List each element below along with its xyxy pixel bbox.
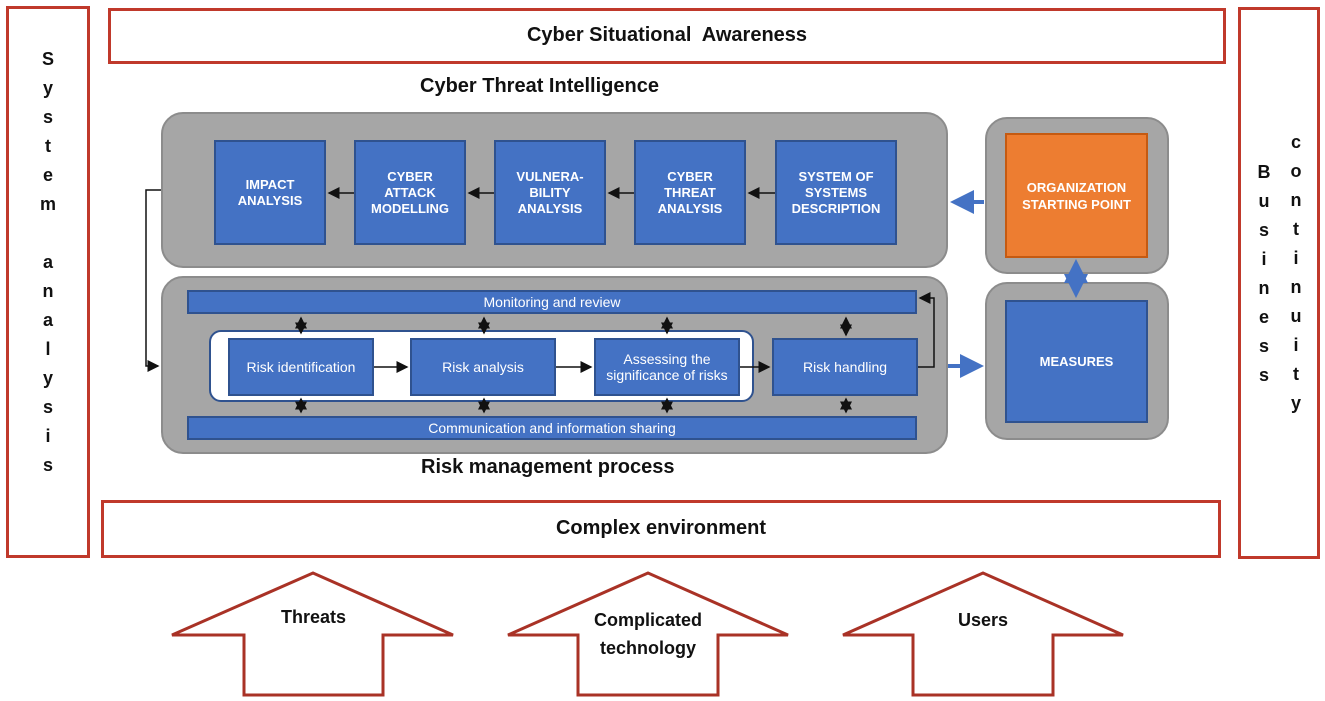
business-continuity-frame — [1238, 7, 1320, 559]
letter: n — [42, 281, 54, 301]
system-of-systems-box: SYSTEM OF SYSTEMS DESCRIPTION — [775, 140, 897, 245]
system-analysis-frame — [6, 6, 90, 558]
technology-line-1: Complicated — [593, 610, 703, 630]
letter: i — [1261, 249, 1267, 269]
complex-environment-title: Complex environment — [555, 517, 767, 539]
risk-identification-box: Risk identification — [228, 338, 374, 396]
letter: t — [1293, 219, 1299, 239]
letter: s — [42, 397, 53, 417]
rmp-heading: Risk management process — [421, 456, 675, 478]
letter: c — [1290, 132, 1301, 152]
letter: s — [42, 455, 53, 475]
letter: i — [1293, 248, 1299, 268]
cyber-attack-modelling-box: CYBER ATTACK MODELLING — [354, 140, 466, 245]
technology-line-2: technology — [599, 638, 696, 658]
letter: y — [1290, 393, 1301, 413]
vulnerability-analysis-box: VULNERA-BILITY ANALYSIS — [494, 140, 606, 245]
letter: s — [1258, 336, 1269, 356]
cyber-threat-analysis-box: CYBER THREAT ANALYSIS — [634, 140, 746, 245]
monitoring-review-bar: Monitoring and review — [187, 290, 917, 314]
letter: o — [1290, 161, 1302, 181]
risk-handling-box: Risk handling — [772, 338, 918, 396]
measures-box: MEASURES — [1005, 300, 1148, 423]
letter: s — [42, 107, 53, 127]
threats-arrow — [171, 571, 454, 697]
letter: a — [42, 252, 53, 272]
letter: n — [1290, 190, 1302, 210]
risk-analysis-box: Risk analysis — [410, 338, 556, 396]
letter: m — [39, 194, 56, 214]
letter: i — [45, 426, 51, 446]
threats-label: Threats — [280, 607, 347, 627]
letter: y — [42, 368, 53, 388]
letter: a — [42, 310, 53, 330]
letter: e — [1258, 307, 1269, 327]
letter: u — [1290, 306, 1302, 326]
technology-label: Complicated technology — [578, 606, 718, 662]
technology-arrow — [507, 571, 789, 697]
communication-sharing-bar: Communication and information sharing — [187, 416, 917, 440]
users-label: Users — [957, 610, 1009, 630]
letter: y — [42, 78, 53, 98]
impact-analysis-box: IMPACT ANALYSIS — [214, 140, 326, 245]
letter: i — [1293, 335, 1299, 355]
letter: l — [45, 339, 51, 359]
users-arrow — [842, 571, 1124, 697]
letter: S — [41, 49, 54, 69]
letter: n — [1258, 278, 1270, 298]
letter: t — [45, 136, 51, 156]
letter: n — [1290, 277, 1302, 297]
organization-starting-point-box: ORGANIZATION STARTING POINT — [1005, 133, 1148, 258]
letter: s — [1258, 220, 1269, 240]
complex-environment-banner: Complex environment — [101, 500, 1221, 558]
cyber-situational-awareness-banner: Cyber Situational Awareness — [108, 8, 1226, 64]
letter: e — [42, 165, 53, 185]
assessing-significance-box: Assessing the significance of risks — [594, 338, 740, 396]
letter: u — [1258, 191, 1270, 211]
letter: s — [1258, 365, 1269, 385]
letter: B — [1257, 162, 1271, 182]
letter: t — [1293, 364, 1299, 384]
cti-heading: Cyber Threat Intelligence — [420, 75, 659, 97]
banner-title: Cyber Situational Awareness — [526, 24, 808, 46]
